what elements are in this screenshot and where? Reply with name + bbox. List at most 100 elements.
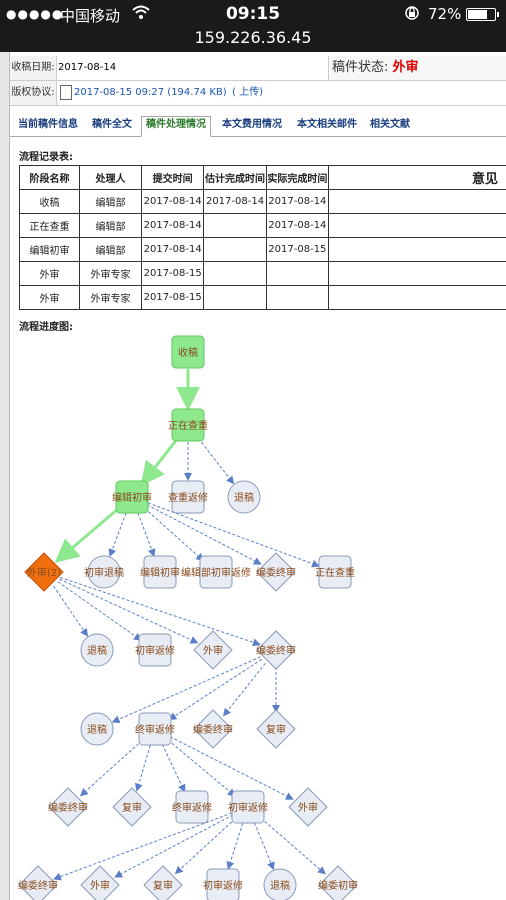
flow-node-label: 退稿 bbox=[87, 644, 107, 657]
cell bbox=[265, 285, 330, 310]
flow-node-label: 复审 bbox=[153, 879, 173, 892]
flow-node-label: 编委终审 bbox=[193, 723, 233, 736]
flow-node: 编委终审 bbox=[193, 709, 233, 749]
status-label: 稿件状态: bbox=[332, 60, 389, 75]
flow-node: 编委终审 bbox=[48, 787, 88, 827]
flow-node-shape bbox=[112, 787, 152, 827]
tab-current-manuscript[interactable]: 当前稿件信息 bbox=[18, 119, 78, 130]
flow-node: 编辑初审 bbox=[140, 555, 180, 589]
cell bbox=[203, 261, 267, 286]
flow-node-shape bbox=[175, 790, 209, 824]
flow-node-shape bbox=[171, 335, 205, 369]
flow-edge bbox=[52, 812, 233, 881]
address-bar[interactable]: 159.226.36.45 bbox=[0, 28, 506, 52]
flow-node-shape bbox=[171, 408, 205, 442]
battery-percent: 72% bbox=[428, 5, 462, 23]
flow-edge bbox=[260, 817, 326, 875]
flow-node-shape bbox=[193, 709, 233, 749]
flow-node-label: 复审 bbox=[266, 723, 286, 736]
manuscript-status: 稿件状态: 外审 bbox=[328, 56, 506, 80]
carrier-name: 中国移动 bbox=[60, 7, 121, 25]
flow-edge bbox=[198, 438, 235, 485]
flow-node-shape bbox=[87, 555, 121, 589]
flow-node: 正在查重 bbox=[168, 408, 208, 442]
tab-full-text[interactable]: 稿件全文 bbox=[92, 119, 132, 130]
flow-node-shape bbox=[138, 712, 172, 746]
flow-node-shape bbox=[318, 865, 358, 900]
flow-node-shape bbox=[199, 555, 233, 589]
cell: 2017-08-15 bbox=[265, 237, 330, 262]
flow-progress-diagram: 收稿正在查重编辑初审查重返修退稿外审(2)初审退稿编辑初审编辑部初审返修编委终审… bbox=[18, 335, 358, 900]
tab-emails[interactable]: 本文相关邮件 bbox=[297, 119, 357, 130]
col-actual-time: 实际完成时间 bbox=[265, 165, 330, 190]
flow-node: 查重返修 bbox=[168, 480, 208, 514]
flow-edge bbox=[253, 822, 275, 871]
flow-node-label: 编委终审 bbox=[256, 644, 296, 657]
flow-edge bbox=[79, 739, 143, 797]
flow-node-label: 外审 bbox=[90, 879, 110, 892]
copyright-file-link[interactable]: 2017-08-15 09:27 (194.74 KB) bbox=[74, 87, 227, 98]
cell: 编辑部 bbox=[79, 189, 142, 214]
cell: 外审 bbox=[18, 285, 81, 310]
flow-node: 外审(2) bbox=[24, 552, 64, 592]
flow-node: 编辑部初审返修 bbox=[181, 555, 251, 589]
flow-node-shape bbox=[231, 790, 265, 824]
tab-references[interactable]: 相关文献 bbox=[370, 119, 410, 130]
flow-edge bbox=[174, 818, 236, 875]
flow-node: 外审 bbox=[80, 865, 120, 900]
cell: 外审专家 bbox=[79, 285, 142, 310]
cell: 2017-08-14 bbox=[140, 237, 205, 262]
flow-node-shape bbox=[18, 865, 58, 900]
flow-node: 复审 bbox=[143, 865, 183, 900]
receive-date-value: 2017-08-14 bbox=[58, 62, 117, 73]
flow-edge bbox=[146, 504, 262, 565]
flow-node: 编委终审 bbox=[256, 552, 296, 592]
upload-link[interactable]: ( 上传) bbox=[232, 87, 263, 98]
flow-node: 编辑初审 bbox=[112, 480, 152, 514]
flow-node-shape bbox=[143, 865, 183, 900]
flow-node-label: 初审返修 bbox=[203, 879, 243, 892]
flow-node: 初审返修 bbox=[228, 790, 268, 824]
flow-node: 编委终审 bbox=[18, 865, 58, 900]
flow-node-shape bbox=[80, 712, 114, 746]
flow-node: 终审返修 bbox=[172, 790, 212, 824]
flow-node-label: 初审返修 bbox=[228, 801, 268, 814]
flow-node: 编委初审 bbox=[318, 865, 358, 900]
flow-node-shape bbox=[48, 787, 88, 827]
flow-node: 收稿 bbox=[171, 335, 205, 369]
flow-node: 外审 bbox=[288, 787, 328, 827]
flow-node-label: 查重返修 bbox=[168, 491, 208, 504]
cell bbox=[328, 285, 506, 310]
flow-node-shape bbox=[288, 787, 328, 827]
tab-fees[interactable]: 本文费用情况 bbox=[222, 119, 282, 130]
cell: 编辑部 bbox=[79, 213, 142, 238]
document-icon bbox=[60, 85, 72, 100]
clock: 09:15 bbox=[225, 4, 281, 24]
flow-node-label: 终审返修 bbox=[172, 801, 212, 814]
flow-node: 退稿 bbox=[227, 480, 261, 514]
rotation-lock-icon bbox=[404, 5, 420, 25]
flow-edge bbox=[108, 512, 127, 558]
flow-edge bbox=[161, 744, 186, 793]
flow-node-shape bbox=[256, 552, 296, 592]
flow-node-label: 初审退稿 bbox=[84, 566, 124, 579]
flow-node-label: 编辑初审 bbox=[140, 566, 180, 579]
flow-node: 退稿 bbox=[80, 712, 114, 746]
flow-node-shape bbox=[193, 630, 233, 670]
tab-processing[interactable]: 稿件处理情况 bbox=[141, 116, 211, 137]
flow-node-label: 编委初审 bbox=[318, 879, 358, 892]
cell bbox=[265, 261, 330, 286]
flow-edge bbox=[54, 506, 121, 563]
flow-node-label: 编辑初审 bbox=[112, 491, 152, 504]
col-stage: 阶段名称 bbox=[18, 165, 81, 190]
status-value: 外审 bbox=[392, 60, 419, 75]
flow-node-label: 退稿 bbox=[87, 723, 107, 736]
col-submit-time: 提交时间 bbox=[140, 165, 205, 190]
flow-node-shape bbox=[318, 555, 352, 589]
cell: 2017-08-14 bbox=[203, 189, 267, 214]
cell bbox=[203, 285, 267, 310]
